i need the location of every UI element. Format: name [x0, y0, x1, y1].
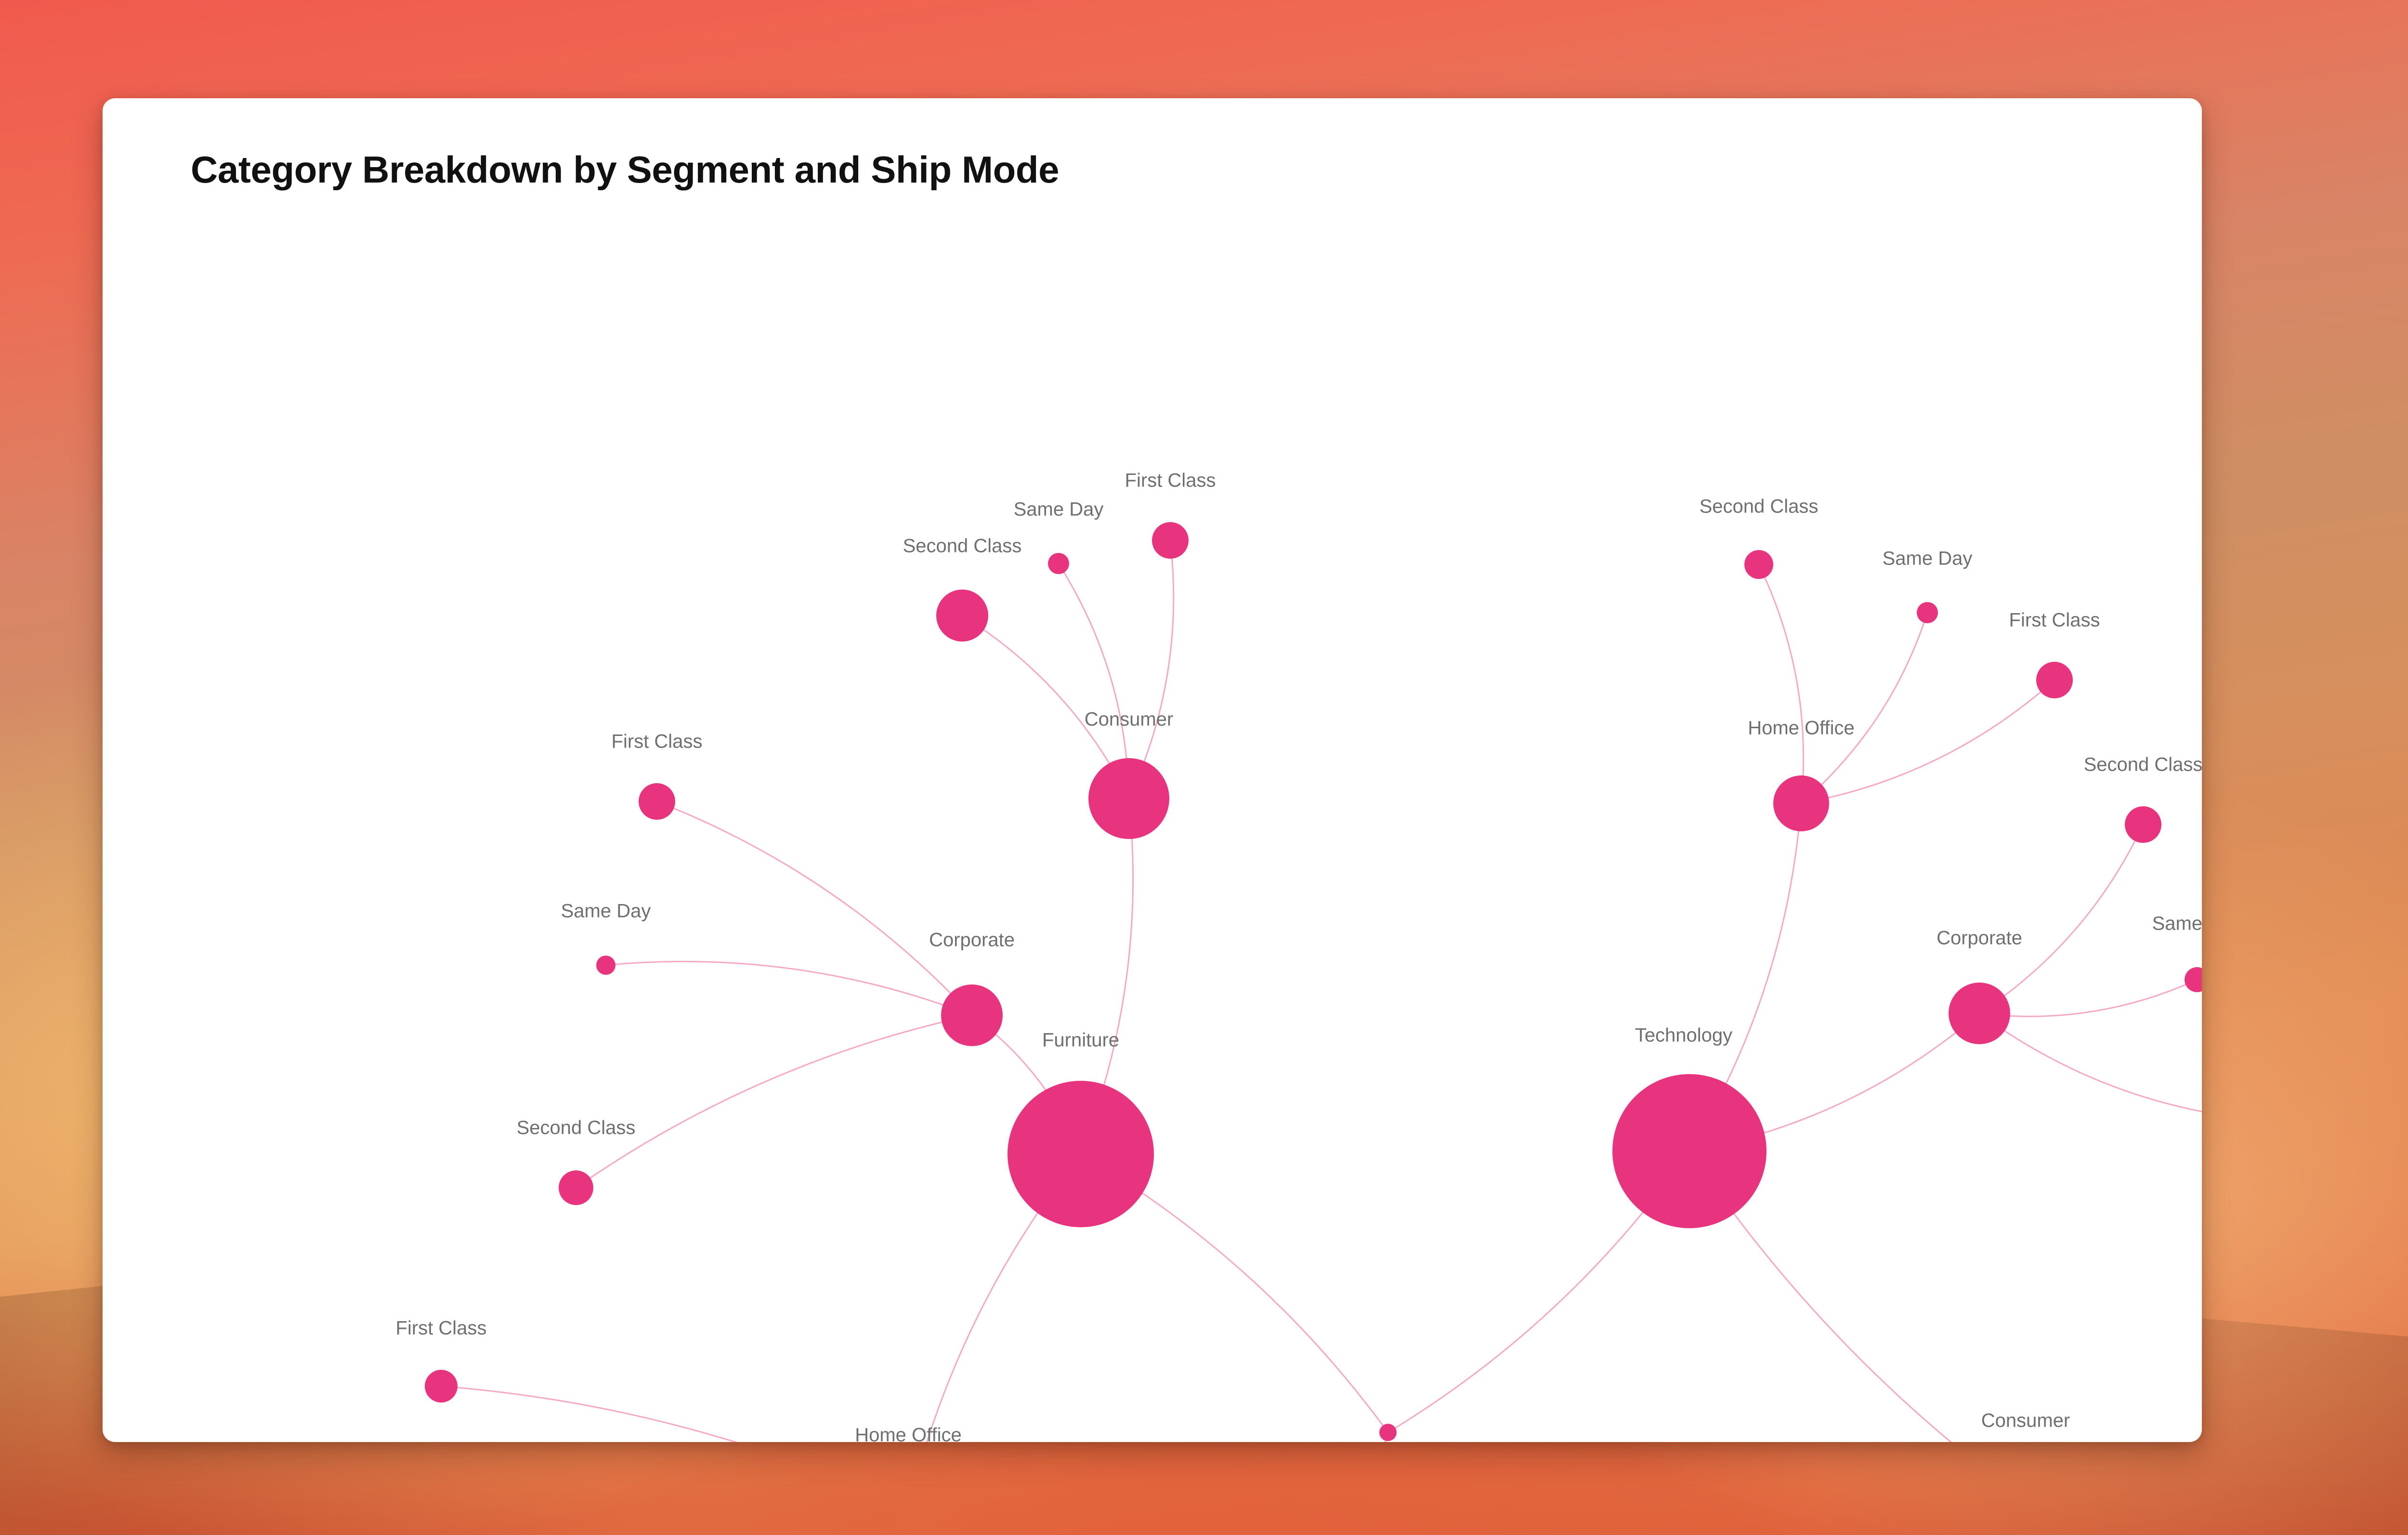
chart-card: Category Breakdown by Segment and Ship M…: [103, 98, 2202, 1442]
graph-edge: [575, 1014, 973, 1189]
graph-edge: [1978, 1012, 2202, 1113]
graph-node-label-f_p_same: Same Day: [561, 900, 651, 922]
graph-node-f_p_second[interactable]: [559, 1170, 593, 1205]
graph-node-label-technology: Technology: [1635, 1024, 1733, 1046]
graph-edge: [1978, 979, 2198, 1017]
graph-node-label-t_h_same: Same Day: [1882, 548, 1973, 569]
graph-node-f_h_first[interactable]: [425, 1370, 458, 1403]
graph-node-label-t_h_first: First Class: [2009, 609, 2100, 631]
graph-edge: [1800, 679, 2055, 804]
graph-node-f_corporate[interactable]: [941, 984, 1003, 1046]
graph-edge: [605, 960, 973, 1016]
graph-node-t_homeoffice[interactable]: [1773, 775, 1829, 831]
graph-node-t_h_same[interactable]: [1917, 602, 1938, 623]
graph-node-t_corporate[interactable]: [1949, 983, 2010, 1044]
page-title: Category Breakdown by Segment and Ship M…: [191, 148, 1060, 191]
graph-node-f_p_first[interactable]: [639, 783, 675, 820]
graph-node-label-t_h_second: Second Class: [1699, 496, 1819, 517]
graph-node-label-f_h_first: First Class: [395, 1317, 487, 1339]
graph-edge: [656, 800, 973, 1016]
graph-node-f_c_same[interactable]: [1048, 553, 1069, 574]
graph-node-f_c_second[interactable]: [936, 590, 988, 642]
graph-edge: [1800, 612, 1928, 804]
graph-node-t_p_second[interactable]: [2125, 806, 2161, 843]
graph-edge: [440, 1385, 738, 1442]
graph-node-label-f_p_second: Second Class: [516, 1117, 636, 1139]
graph-node-label-f_corporate: Corporate: [929, 929, 1015, 951]
graph-node-label-f_c_second: Second Class: [903, 535, 1022, 557]
graph-node-root[interactable]: [1379, 1424, 1397, 1441]
graph-node-label-t_corporate: Corporate: [1937, 927, 2022, 949]
graph-node-f_consumer[interactable]: [1088, 758, 1169, 839]
graph-node-label-f_p_first: First Class: [611, 731, 703, 752]
graph-node-label-f_consumer: Consumer: [1084, 708, 1174, 730]
graph-node-furniture[interactable]: [1008, 1081, 1154, 1227]
graph-node-technology[interactable]: [1612, 1074, 1767, 1228]
graph-edge: [1758, 564, 1805, 804]
graph-node-t_h_second[interactable]: [1744, 550, 1773, 579]
graph-node-label-furniture: Furniture: [1042, 1029, 1120, 1051]
graph-node-t_h_first[interactable]: [2036, 662, 2073, 698]
graph-node-label-f_homeoffice: Home Office: [855, 1424, 962, 1443]
graph-node-label-t_homeoffice: Home Office: [1748, 717, 1855, 739]
graph-node-t_p_same[interactable]: [2185, 967, 2202, 992]
network-graph[interactable]: FurnitureTechnologyOffice SuppliesConsum…: [103, 98, 2202, 1442]
graph-node-f_p_same[interactable]: [596, 956, 615, 975]
graph-node-label-t_p_second: Second Class: [2083, 754, 2202, 775]
graph-node-label-f_c_first: First Class: [1125, 470, 1216, 491]
graph-node-label-f_c_same: Same Day: [1013, 499, 1104, 520]
graph-node-label-t_p_same: Same Day: [2152, 913, 2202, 934]
graph-node-label-t_consumer: Consumer: [1981, 1410, 2070, 1431]
graph-node-f_c_first[interactable]: [1152, 522, 1189, 559]
graph-edges: [440, 539, 2202, 1442]
graph-edge: [1978, 824, 2144, 1014]
